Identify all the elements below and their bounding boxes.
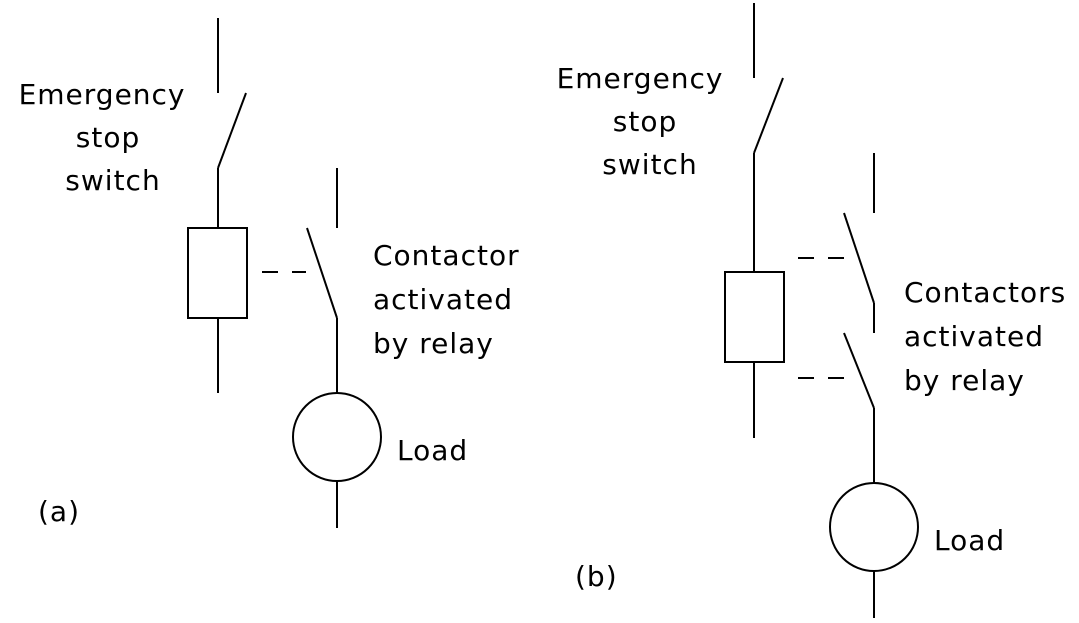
- load-b: [829, 482, 919, 618]
- switch-label-a-line-3: switch: [65, 164, 160, 197]
- diagram-tag-b: (b): [575, 560, 618, 593]
- contactor-label-a: Contactor activated by relay: [373, 239, 530, 360]
- relay-coil-b: [724, 271, 785, 438]
- contactor-label-b: Contactors activated by relay: [904, 276, 1076, 397]
- contactor-b-upper: [843, 153, 875, 333]
- load-a: [292, 392, 382, 528]
- contactor-label-b-line-2: activated: [904, 320, 1044, 353]
- switch-label-b-line-2: stop: [613, 105, 677, 138]
- contactor-label-b-line-1: Contactors: [904, 276, 1066, 309]
- contactor-label-a-line-1: Contactor: [373, 239, 520, 272]
- contactor-a: [306, 168, 338, 393]
- relay-coil-a: [187, 227, 248, 393]
- switch-label-b-line-1: Emergency: [557, 62, 724, 95]
- diagram-tag-a: (a): [38, 495, 80, 528]
- emergency-stop-switch-b: [753, 3, 784, 272]
- switch-label-a-line-1: Emergency: [19, 78, 186, 111]
- switch-label-b: Emergency stop switch: [557, 62, 734, 181]
- contactor-b-lower: [843, 332, 875, 483]
- switch-label-a-line-2: stop: [76, 121, 140, 154]
- switch-label-a: Emergency stop switch: [19, 78, 196, 197]
- diagram-a: Emergency stop switch Contactor activate…: [19, 18, 530, 528]
- load-label-a: Load: [397, 434, 468, 467]
- load-label-b: Load: [934, 524, 1005, 557]
- contactor-label-a-line-2: activated: [373, 283, 513, 316]
- contactor-label-b-line-3: by relay: [904, 364, 1025, 397]
- contactor-label-a-line-3: by relay: [373, 327, 494, 360]
- emergency-stop-switch-a: [217, 18, 247, 228]
- diagram-b: Emergency stop switch Contactors activat…: [557, 3, 1076, 618]
- switch-label-b-line-3: switch: [602, 148, 697, 181]
